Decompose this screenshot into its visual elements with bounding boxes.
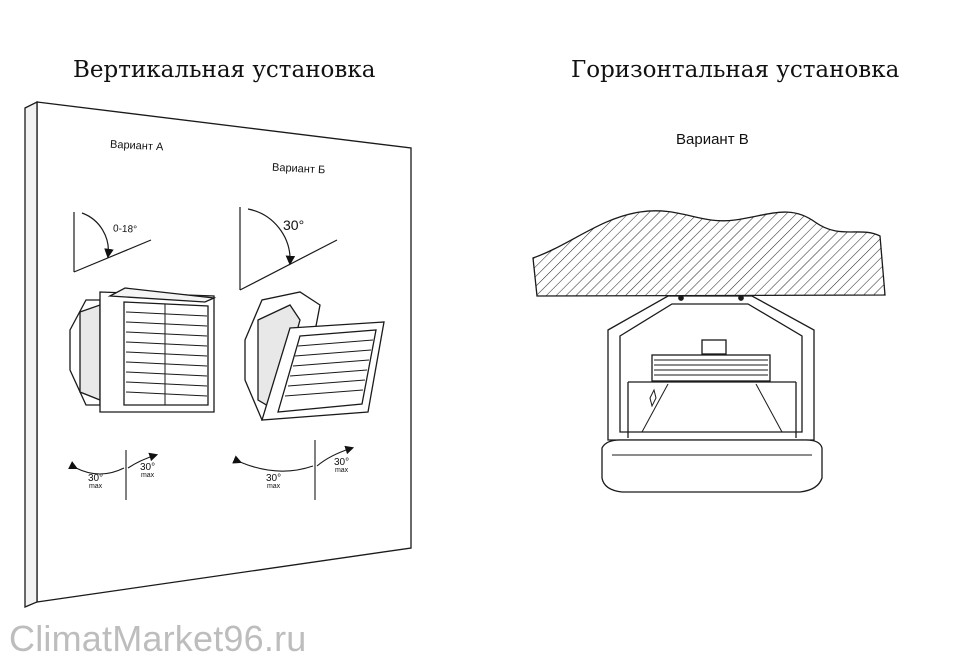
variant-b-tilt-label: 30° [283, 217, 305, 233]
variant-a-heater [69, 287, 217, 413]
watermark: ClimatMarket96.ru [9, 618, 307, 659]
variant-a-tilt-indicator [73, 212, 152, 273]
ceiling [532, 210, 886, 297]
variant-b-tilt-indicator [239, 207, 338, 291]
variant-b-rotation-left-label: 30°max [266, 473, 282, 491]
variant-a-rotation-right-label: 30°max [140, 462, 156, 480]
variant-b-rotation-right-label: 30°max [334, 457, 350, 475]
variant-a-tilt-label: 0-18° [112, 223, 138, 236]
title-vertical-installation: Вертикальная установка [73, 57, 376, 83]
variant-b-rotation-indicator [232, 440, 355, 500]
variant-v-heater [601, 295, 823, 493]
variant-v-label: Вариант В [676, 131, 749, 148]
variant-a-rotation-indicator [68, 450, 159, 500]
wall-panel [24, 100, 412, 608]
title-horizontal-installation: Горизонтальная установка [571, 57, 900, 83]
variant-b-heater [244, 291, 385, 421]
variant-a-rotation-left-label: 30°max [88, 473, 104, 491]
